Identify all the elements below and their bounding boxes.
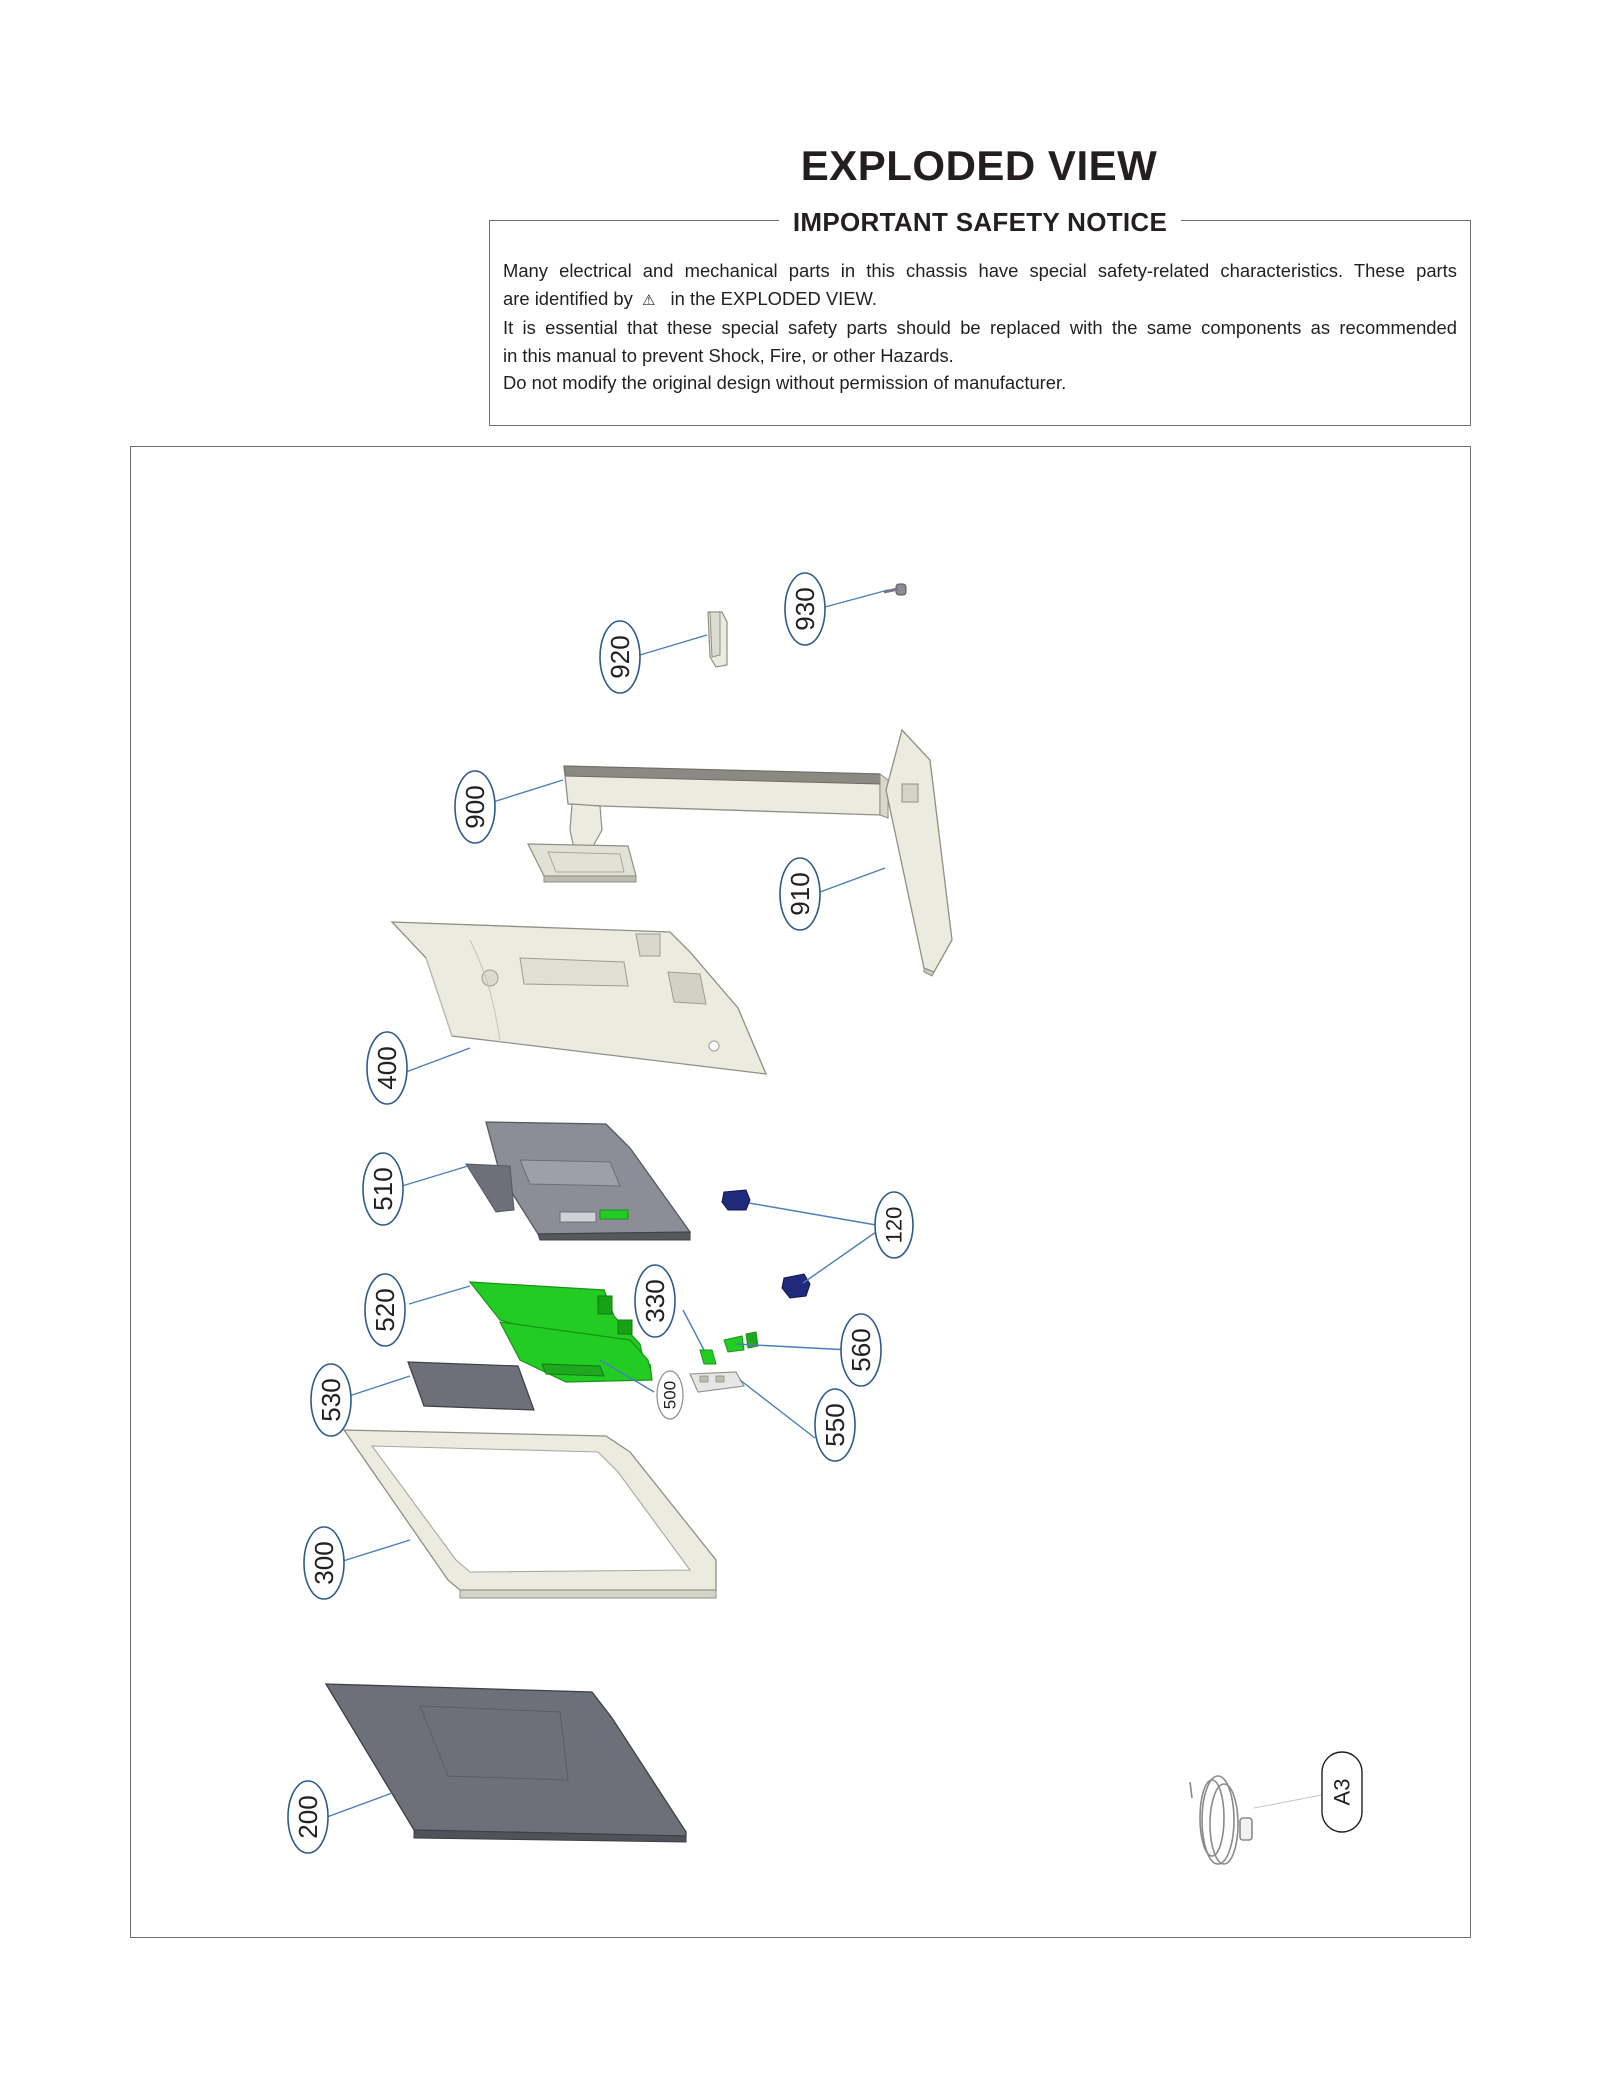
notice-line-5: Do not modify the original design withou… bbox=[503, 372, 1067, 393]
callout-200-label: 200 bbox=[293, 1795, 323, 1838]
callout-530-label: 530 bbox=[316, 1378, 346, 1421]
callout-930: 930 bbox=[784, 572, 826, 646]
safety-notice-title-wrap: IMPORTANT SAFETY NOTICE bbox=[490, 207, 1470, 238]
callout-120-label: 120 bbox=[882, 1207, 907, 1244]
part-a3-cable bbox=[1189, 1775, 1253, 1865]
notice-line-1: Many electrical and mechanical parts in … bbox=[503, 260, 1457, 281]
exploded-view-frame bbox=[130, 446, 1471, 1938]
page-title: EXPLODED VIEW bbox=[800, 142, 1158, 189]
callout-330: 330 bbox=[634, 1264, 676, 1338]
callout-400-label: 400 bbox=[372, 1046, 402, 1089]
callout-500: 500 bbox=[656, 1370, 684, 1420]
part-550-button bbox=[689, 1371, 745, 1393]
callout-530: 530 bbox=[310, 1363, 352, 1437]
callout-920: 920 bbox=[599, 620, 641, 694]
part-200-panel bbox=[324, 1683, 687, 1843]
callout-a3-label: A3 bbox=[1330, 1779, 1355, 1806]
callout-550: 550 bbox=[814, 1388, 856, 1462]
callout-500-label: 500 bbox=[661, 1381, 680, 1409]
notice-line-2: are identified by ⚠ in the EXPLODED VIEW… bbox=[503, 285, 1457, 315]
part-530-shield bbox=[407, 1361, 535, 1411]
part-520-board bbox=[468, 1281, 653, 1383]
callout-550-label: 550 bbox=[820, 1403, 850, 1446]
callout-300: 300 bbox=[303, 1526, 345, 1600]
part-510-chassis bbox=[465, 1121, 692, 1241]
callout-520: 520 bbox=[364, 1273, 406, 1347]
part-120-hinges bbox=[721, 1189, 811, 1299]
part-400-back-cover bbox=[390, 921, 768, 1075]
notice-line-2-end: in the EXPLODED VIEW. bbox=[670, 287, 878, 309]
callout-400: 400 bbox=[366, 1031, 408, 1105]
callout-a3: A3 bbox=[1321, 1751, 1363, 1833]
notice-line-2-start: are identified by bbox=[503, 287, 633, 309]
part-920-clip bbox=[707, 611, 728, 668]
callout-200: 200 bbox=[287, 1780, 329, 1854]
callout-910-label: 910 bbox=[785, 872, 815, 915]
notice-line-4: in this manual to prevent Shock, Fire, o… bbox=[503, 344, 954, 366]
callout-930-label: 930 bbox=[790, 587, 820, 630]
callout-560: 560 bbox=[840, 1313, 882, 1387]
callout-120: 120 bbox=[874, 1191, 914, 1259]
callout-900-label: 900 bbox=[460, 785, 490, 828]
part-910-base-plate bbox=[885, 728, 953, 977]
callout-900: 900 bbox=[454, 770, 496, 844]
part-930-screw bbox=[883, 583, 907, 596]
callout-520-label: 520 bbox=[370, 1288, 400, 1331]
callout-920-label: 920 bbox=[605, 635, 635, 678]
callout-910: 910 bbox=[779, 857, 821, 931]
callout-330-label: 330 bbox=[640, 1279, 670, 1322]
callout-510: 510 bbox=[362, 1152, 404, 1226]
part-900-stand-arm bbox=[527, 765, 889, 883]
part-300-front-frame bbox=[342, 1429, 717, 1599]
part-330-board bbox=[699, 1349, 717, 1365]
safety-notice-body: Many electrical and mechanical parts in … bbox=[503, 257, 1457, 397]
callout-300-label: 300 bbox=[309, 1541, 339, 1584]
callout-560-label: 560 bbox=[846, 1328, 876, 1371]
notice-line-3: It is essential that these special safet… bbox=[503, 317, 1457, 338]
safety-notice-title: IMPORTANT SAFETY NOTICE bbox=[778, 207, 1182, 237]
callout-510-label: 510 bbox=[368, 1167, 398, 1210]
part-560-key-board bbox=[723, 1331, 759, 1353]
safety-notice-box: IMPORTANT SAFETY NOTICE Many electrical … bbox=[489, 207, 1471, 426]
leader-lines bbox=[326, 589, 1323, 1818]
warning-triangle-icon: ⚠ bbox=[641, 291, 656, 309]
